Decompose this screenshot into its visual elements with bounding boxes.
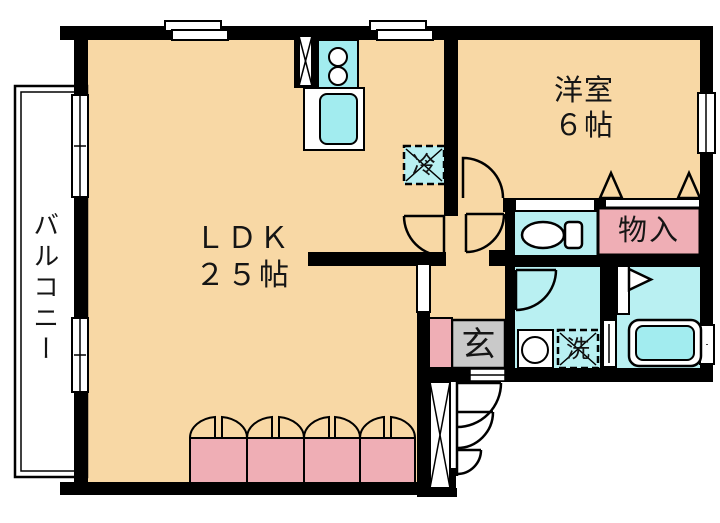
- ldk-room-size: ２５帖: [195, 258, 291, 292]
- closet-section: [189, 437, 248, 484]
- wall-ldk-western-divider: [444, 26, 458, 216]
- window-top-2b: [376, 29, 434, 41]
- western-room-name: 洋室: [553, 75, 614, 107]
- burner-icon: [328, 47, 348, 67]
- ldk-room-label: ＬＤＫ ２５帖: [168, 221, 318, 294]
- closet-door-arcs: [188, 415, 417, 439]
- refrigerator-space: [402, 144, 446, 186]
- western-room-label: 洋室 ６帖: [520, 74, 648, 145]
- entrance-side-closet: [428, 317, 453, 369]
- entrance-label: 玄: [461, 326, 496, 364]
- burner-icon: [328, 66, 348, 86]
- laundry-label: 洗: [566, 336, 590, 363]
- wall-bottom-ldk: [60, 482, 417, 495]
- window-top-1b: [171, 29, 229, 41]
- folding-door-triangle: [676, 169, 702, 200]
- wall-entrance-left: [417, 311, 430, 497]
- window-ticks: [74, 35, 708, 392]
- kitchen-unit: [303, 39, 365, 151]
- outside-area: [430, 382, 720, 523]
- bath-door-triangle: [627, 267, 654, 292]
- wall-under-toilet: [505, 255, 600, 267]
- storage-label: 物入: [617, 215, 680, 247]
- door-arc-western-room: [461, 156, 505, 199]
- ldk-closet-row: [189, 437, 416, 484]
- wall-washroom-left: [505, 212, 515, 368]
- toilet-icon: [520, 220, 584, 250]
- storage-box: [596, 206, 702, 257]
- ldk-room-name: ＬＤＫ: [195, 222, 291, 255]
- balcony-label: バルコニー: [29, 210, 60, 366]
- wall-ldk-partial: [308, 252, 446, 266]
- door-arcs: [402, 156, 558, 476]
- bathtub-icon: [627, 318, 703, 368]
- closet-section: [246, 437, 305, 484]
- laundry-space: [556, 328, 600, 370]
- western-room-size: ６帖: [553, 110, 614, 143]
- entrance-panel: [429, 381, 451, 489]
- wall-toilet-corner: [503, 198, 515, 212]
- refrigerator-label: 冷: [412, 152, 436, 179]
- door-track-toilet: [514, 198, 596, 212]
- wall-entrance-bottom: [430, 488, 457, 497]
- closet-section: [359, 437, 416, 484]
- door-arc-entrance-2: [456, 410, 495, 450]
- wall-track-divider: [595, 198, 605, 212]
- door-arc-entrance-1: [456, 381, 503, 429]
- washing-machine-icon: [517, 329, 554, 369]
- door-leaf-ldk: [416, 263, 431, 313]
- door-arc-washroom: [514, 268, 558, 312]
- closet-section: [303, 437, 361, 484]
- door-arc-entrance-3: [456, 448, 483, 476]
- sink-icon: [319, 93, 358, 145]
- folding-door-triangle: [598, 169, 624, 200]
- folding-door-marks: [598, 169, 702, 292]
- wall-under-storage: [597, 255, 713, 267]
- door-arc-hall: [464, 212, 506, 254]
- door-opening-bath: [616, 265, 630, 315]
- door-arc-ldk: [402, 214, 446, 258]
